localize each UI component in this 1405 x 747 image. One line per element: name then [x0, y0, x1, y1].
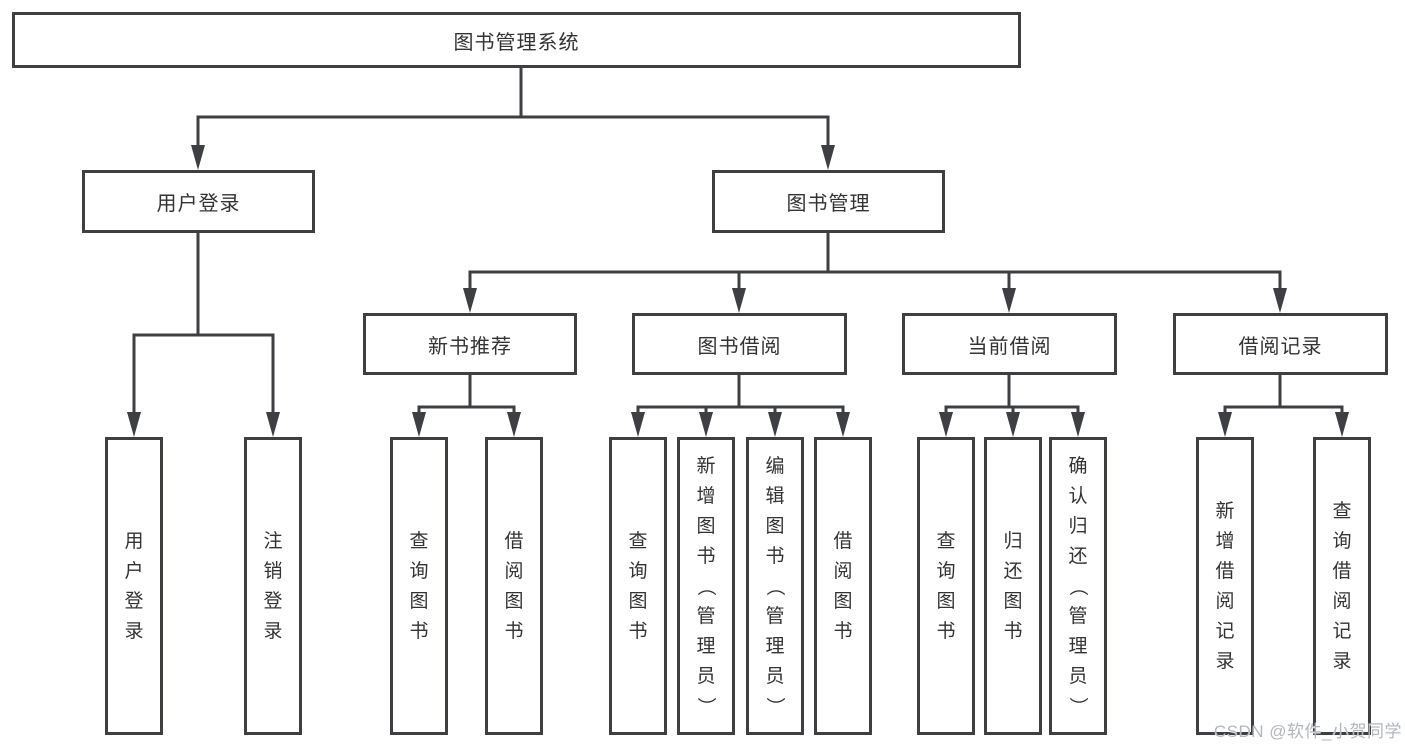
node-leaf-query-books-current-label: 查询图书 — [936, 530, 956, 642]
node-leaf-edit-book-admin: 编辑图书（管理员） — [746, 437, 804, 735]
node-leaf-query-books-recommend-label: 查询图书 — [409, 530, 429, 642]
node-current-borrow-label: 当前借阅 — [967, 335, 1052, 358]
node-leaf-user-login: 用户登录 — [105, 437, 163, 735]
arrowhead — [821, 145, 835, 170]
node-leaf-add-borrow-record: 新增借阅记录 — [1196, 437, 1254, 735]
arrowhead — [1071, 412, 1085, 437]
node-leaf-borrow-books-recommend-label: 借阅图书 — [504, 530, 524, 642]
node-leaf-add-book-admin: 新增图书（管理员） — [677, 437, 735, 735]
node-leaf-query-books-borrow-label: 查询图书 — [628, 530, 648, 642]
arrowhead — [266, 412, 280, 437]
arrowhead — [1218, 412, 1232, 437]
arrowhead — [768, 412, 782, 437]
edge-user-login-branch — [132, 231, 275, 415]
node-book-management: 图书管理 — [712, 170, 945, 233]
arrowhead — [699, 412, 713, 437]
node-current-borrow: 当前借阅 — [902, 313, 1117, 375]
node-leaf-query-borrow-record-label: 查询借阅记录 — [1332, 500, 1352, 672]
node-library-system: 图书管理系统 — [12, 12, 1021, 68]
arrowhead — [191, 145, 205, 170]
node-leaf-logout: 注销登录 — [244, 437, 302, 735]
node-leaf-add-borrow-record-label: 新增借阅记录 — [1215, 500, 1235, 672]
arrowhead — [836, 412, 850, 437]
node-book-borrow: 图书借阅 — [632, 313, 847, 375]
node-borrow-records: 借阅记录 — [1173, 313, 1388, 375]
node-leaf-borrow-books-recommend: 借阅图书 — [485, 437, 543, 735]
edge-current-branch — [944, 373, 1080, 415]
node-leaf-return-book: 归还图书 — [984, 437, 1042, 735]
edge-root-branch — [196, 66, 830, 148]
node-leaf-user-login-label: 用户登录 — [124, 530, 144, 642]
arrowhead — [732, 288, 746, 313]
node-book-management-label: 图书管理 — [786, 193, 871, 215]
node-user-login-label: 用户登录 — [156, 193, 241, 215]
arrowhead — [1335, 412, 1349, 437]
edge-recommend-branch — [417, 373, 516, 415]
node-library-system-label: 图书管理系统 — [453, 31, 580, 54]
arrowhead — [631, 412, 645, 437]
node-borrow-records-label: 借阅记录 — [1238, 335, 1323, 358]
edge-book-mgmt-branch — [468, 231, 1282, 291]
node-leaf-add-book-admin-label: 新增图书（管理员） — [695, 455, 717, 716]
csdn-watermark: CSDN @软件_小贺同学 — [1213, 722, 1402, 741]
arrowhead — [507, 412, 521, 437]
node-leaf-return-book-label: 归还图书 — [1003, 530, 1023, 642]
edge-borrow-branch — [636, 373, 845, 415]
node-new-book-recommend-label: 新书推荐 — [428, 335, 512, 358]
node-leaf-borrow-books-label: 借阅图书 — [833, 530, 853, 642]
node-leaf-query-books-borrow: 查询图书 — [609, 437, 667, 735]
arrowhead — [127, 412, 141, 437]
node-user-login: 用户登录 — [82, 170, 315, 233]
node-leaf-confirm-return-admin-label: 确认归还（管理员） — [1067, 455, 1089, 716]
arrowhead — [1002, 288, 1016, 313]
arrowhead — [939, 412, 953, 437]
arrowhead — [1006, 412, 1020, 437]
node-new-book-recommend: 新书推荐 — [363, 313, 577, 375]
arrowhead — [463, 288, 477, 313]
node-leaf-query-books-recommend: 查询图书 — [390, 437, 448, 735]
node-leaf-query-books-current: 查询图书 — [917, 437, 975, 735]
node-leaf-edit-book-admin-label: 编辑图书（管理员） — [764, 455, 786, 716]
node-leaf-logout-label: 注销登录 — [263, 530, 283, 642]
node-leaf-query-borrow-record: 查询借阅记录 — [1313, 437, 1371, 735]
node-book-borrow-label: 图书借阅 — [697, 335, 782, 358]
node-leaf-borrow-books: 借阅图书 — [814, 437, 872, 735]
arrowhead — [412, 412, 426, 437]
edge-records-branch — [1223, 373, 1344, 415]
arrowhead — [1273, 288, 1287, 313]
node-leaf-confirm-return-admin: 确认归还（管理员） — [1049, 437, 1107, 735]
